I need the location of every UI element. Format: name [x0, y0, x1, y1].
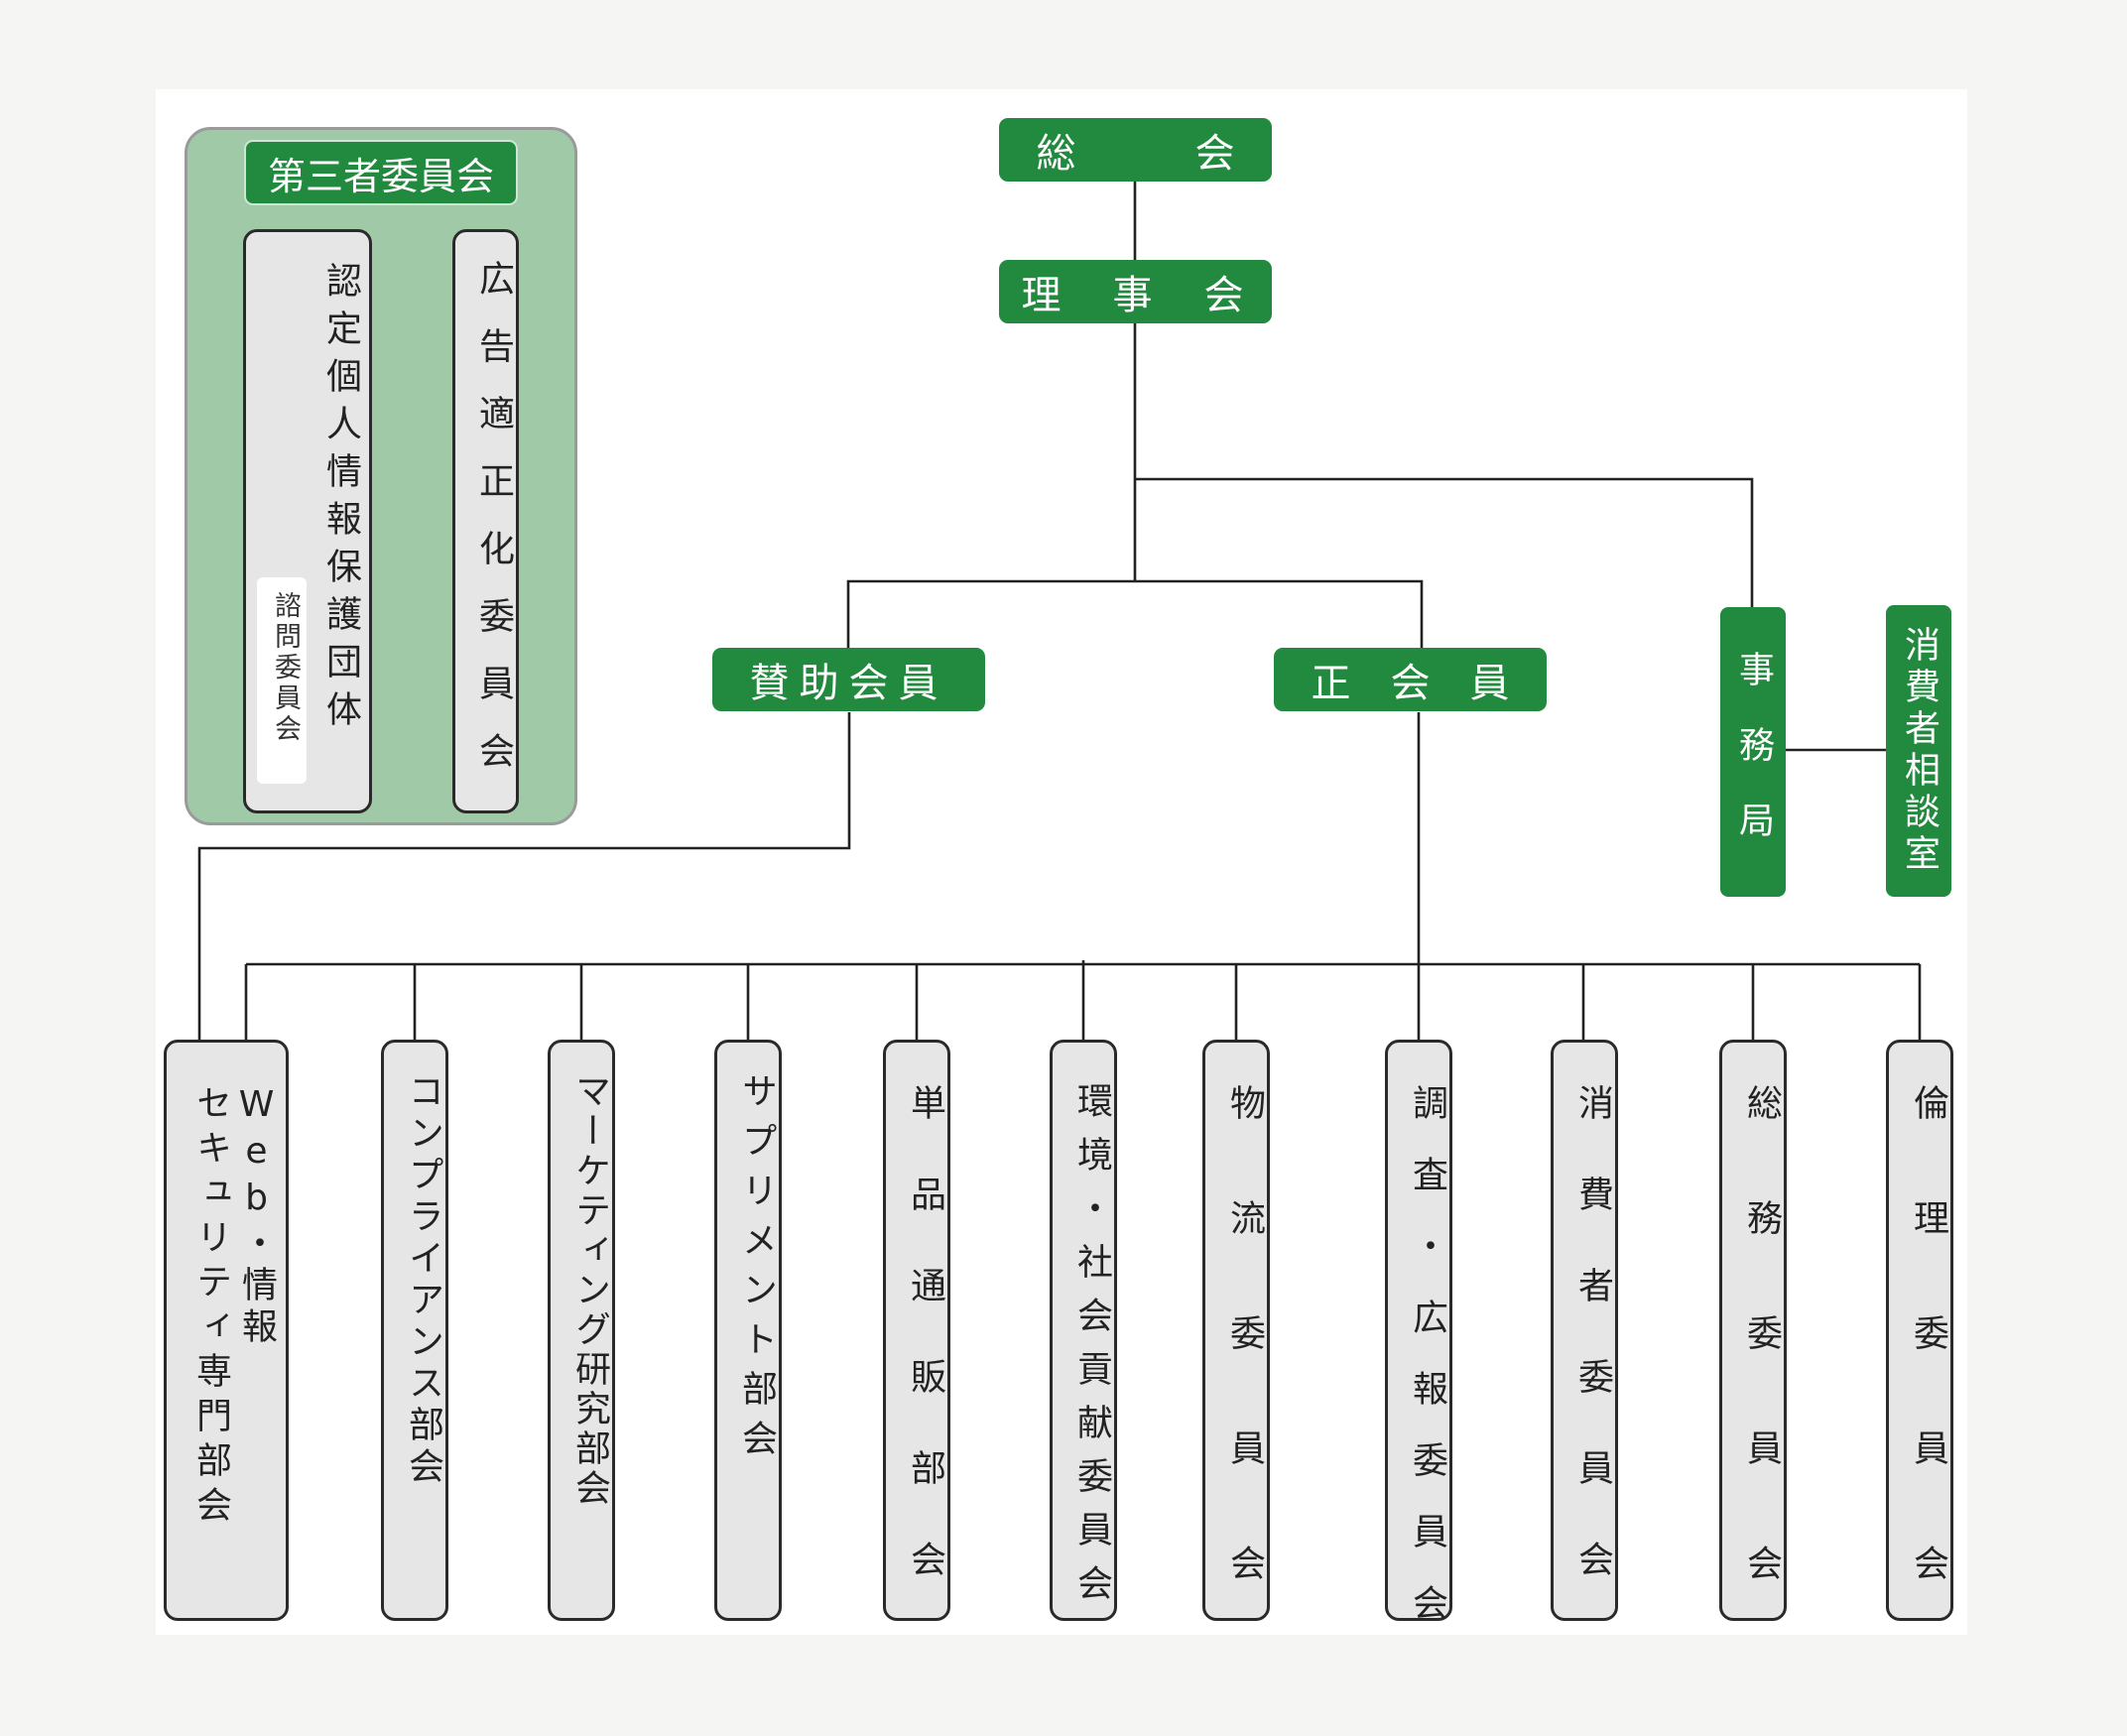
advisory-committee-label: 諮問委員会	[270, 591, 301, 745]
subcommittee-ethics: 倫理委員会	[1886, 1040, 1953, 1660]
secretariat-label: 事務局	[1733, 651, 1774, 877]
board-box: 理 事 会	[999, 260, 1272, 323]
recognized-org-label: 認定個人情報保護団体	[320, 262, 361, 738]
subcommittee-logistics: 物流委員会	[1202, 1040, 1270, 1660]
web-security-line-2: セキュリティ専門部会	[190, 1084, 231, 1531]
connector-to-secretariat	[1135, 477, 1754, 607]
subcommittee-consumer: 消費者委員会	[1551, 1040, 1618, 1632]
subcommittee-single-item: 単品通販部会	[883, 1040, 950, 1632]
subcommittee-general-affairs: 総務委員会	[1719, 1040, 1787, 1660]
consumer-room-box: 消費者相談室	[1886, 605, 1951, 897]
subcommittee-supplement: サプリメント部会	[714, 1040, 782, 1621]
subcommittee-web-security: Web・情報 セキュリティ専門部会	[164, 1040, 289, 1621]
subcommittee-research-pr: 調査・広報委員会	[1385, 1040, 1452, 1656]
consumer-room-label: 消費者相談室	[1899, 626, 1939, 876]
connector-members-split	[846, 579, 1424, 648]
connector-supporting-web	[197, 712, 851, 1040]
secretariat-box: 事務局	[1720, 607, 1786, 897]
subcommittee-compliance: コンプライアンス部会	[381, 1040, 448, 1621]
third-party-committee-title: 第三者委員会	[244, 140, 518, 205]
subcommittee-environment: 環境・社会貢献委員会	[1050, 1040, 1117, 1621]
subcommittee-marketing: マーケティング研究部会	[548, 1040, 615, 1621]
ad-committee-box: 広告適正化委員会	[452, 229, 519, 813]
supporting-member-box: 賛助会員	[712, 648, 985, 711]
web-security-line-1: Web・情報	[236, 1084, 277, 1349]
general-assembly-box: 総 会	[999, 118, 1272, 182]
ad-committee-label: 広告適正化委員会	[473, 260, 514, 800]
advisory-committee-tag: 諮問委員会	[257, 577, 307, 784]
regular-member-box: 正 会 員	[1274, 648, 1547, 711]
